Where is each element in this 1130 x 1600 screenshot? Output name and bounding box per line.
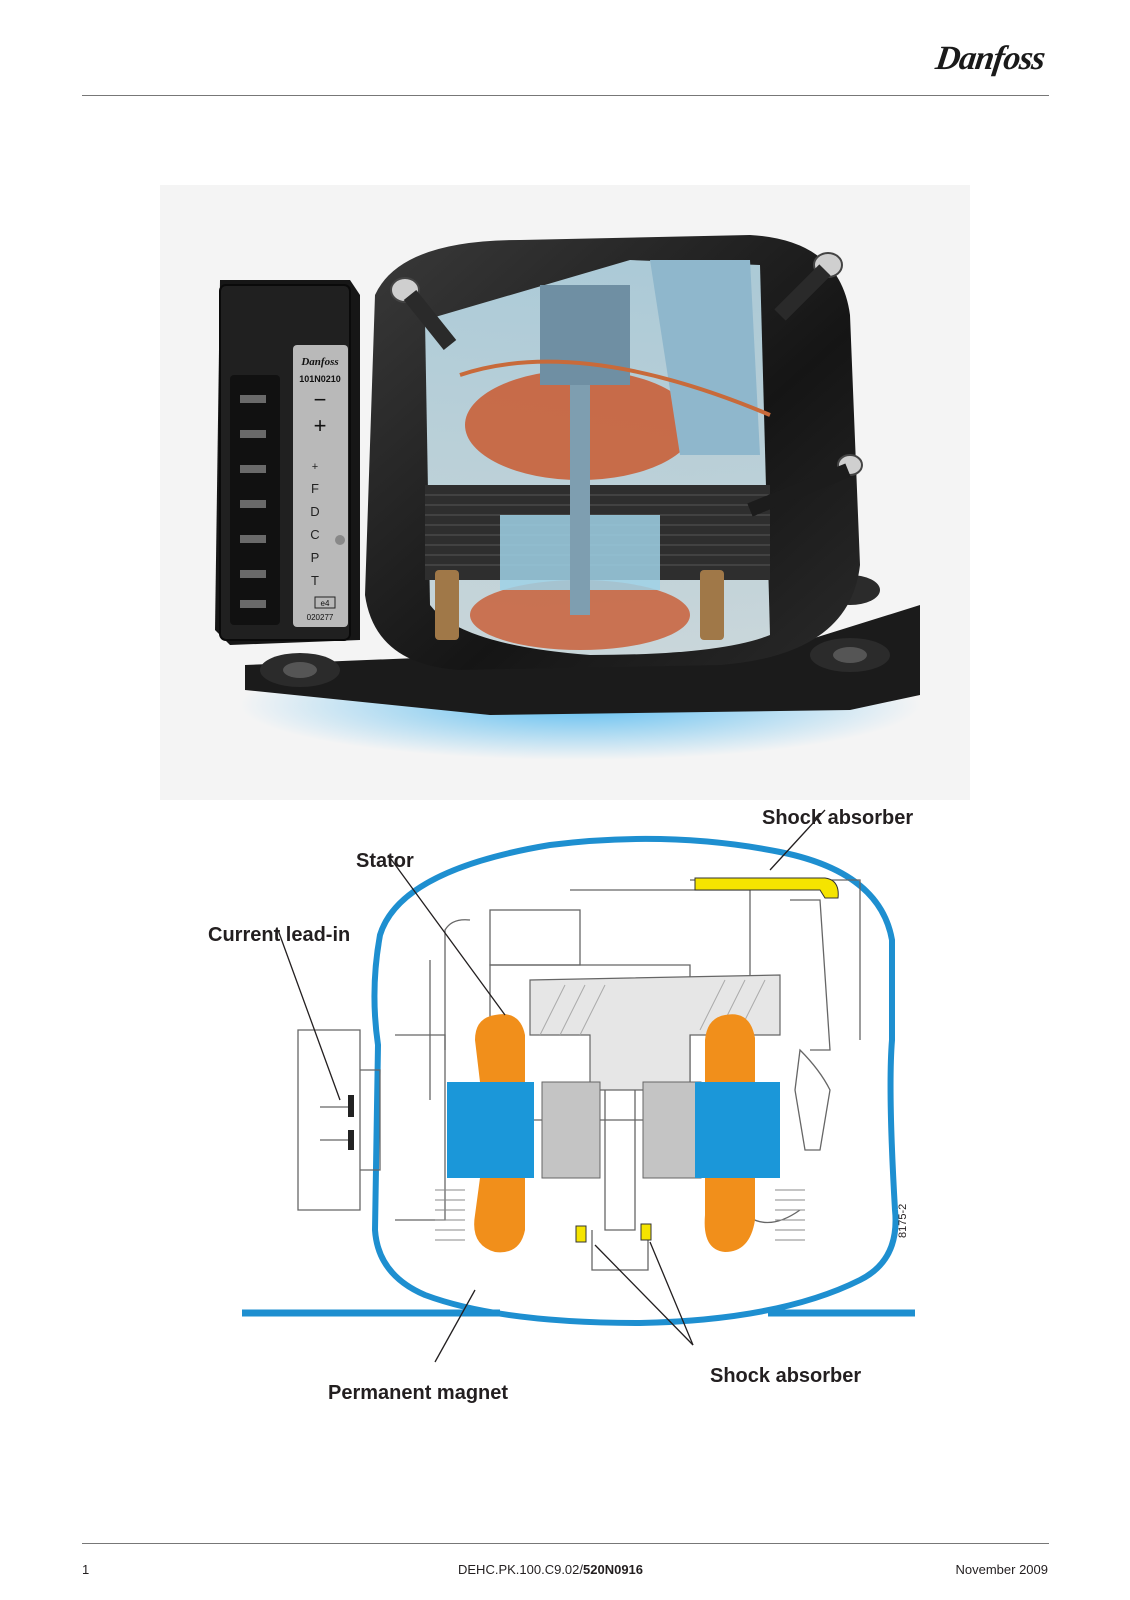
rotor-left (541, 1081, 601, 1179)
publication-date: November 2009 (955, 1562, 1049, 1577)
danfoss-logo: Danfoss (933, 40, 1047, 77)
label-current-lead-in: Current lead-in (208, 924, 351, 946)
approval-code: 020277 (307, 613, 334, 622)
label-stator: Stator (356, 850, 414, 872)
label-permanent-magnet: Permanent magnet (328, 1382, 509, 1404)
stator-core-left (447, 1082, 534, 1178)
shock-absorber-top (694, 877, 839, 899)
control-unit-code: 101N0210 (299, 374, 341, 384)
control-unit-logo: Danfoss (300, 356, 338, 368)
compressor-cross-section-diagram (242, 809, 915, 1363)
leader-current-lead-in (277, 929, 341, 1101)
header-rule (82, 95, 1049, 96)
winding-bottom-left (474, 1178, 525, 1253)
footer-rule (82, 1543, 1049, 1544)
label-shock-absorber-bottom: Shock absorber (710, 1365, 862, 1387)
document-code-number: 520N0916 (583, 1562, 644, 1577)
terminal-c: C (310, 527, 319, 542)
terminal-p: P (311, 550, 320, 565)
figure-number: 8175-2 (897, 1203, 909, 1238)
page-number: 1 (82, 1562, 90, 1577)
terminal-f: F (311, 481, 319, 496)
rotor-right (642, 1081, 702, 1179)
terminal-d: D (310, 504, 319, 519)
compressor-shell (371, 835, 899, 1327)
terminal-plus: + (314, 413, 327, 438)
terminal-t: T (311, 573, 319, 588)
leader-stator (387, 854, 506, 1016)
leader-permanent-magnet (434, 1289, 476, 1363)
screw-icon (335, 535, 345, 545)
leader-shock-absorber-top (769, 809, 826, 871)
winding-top-right (705, 1014, 755, 1082)
shock-absorber-right (640, 1223, 652, 1241)
terminal-plus-small: + (312, 461, 318, 473)
terminal-minus: − (314, 387, 327, 412)
approval-mark: e4 (321, 599, 330, 608)
document-code-prefix: DEHC.PK.100.C9.02/ (458, 1562, 584, 1577)
compressor-cutaway-photo: Danfoss 101N0210 − + + F D C P T e4 0202… (160, 185, 970, 800)
shock-absorber-left (575, 1225, 587, 1243)
label-shock-absorber-top: Shock absorber (762, 807, 914, 829)
leader-shock-absorber-right (649, 1241, 694, 1346)
winding-bottom-right (704, 1178, 755, 1252)
stator-core-right (695, 1082, 780, 1178)
document-code: DEHC.PK.100.C9.02/520N0916 (458, 1562, 643, 1577)
winding-top-left (475, 1014, 525, 1082)
leader-shock-absorber-left (594, 1244, 694, 1346)
